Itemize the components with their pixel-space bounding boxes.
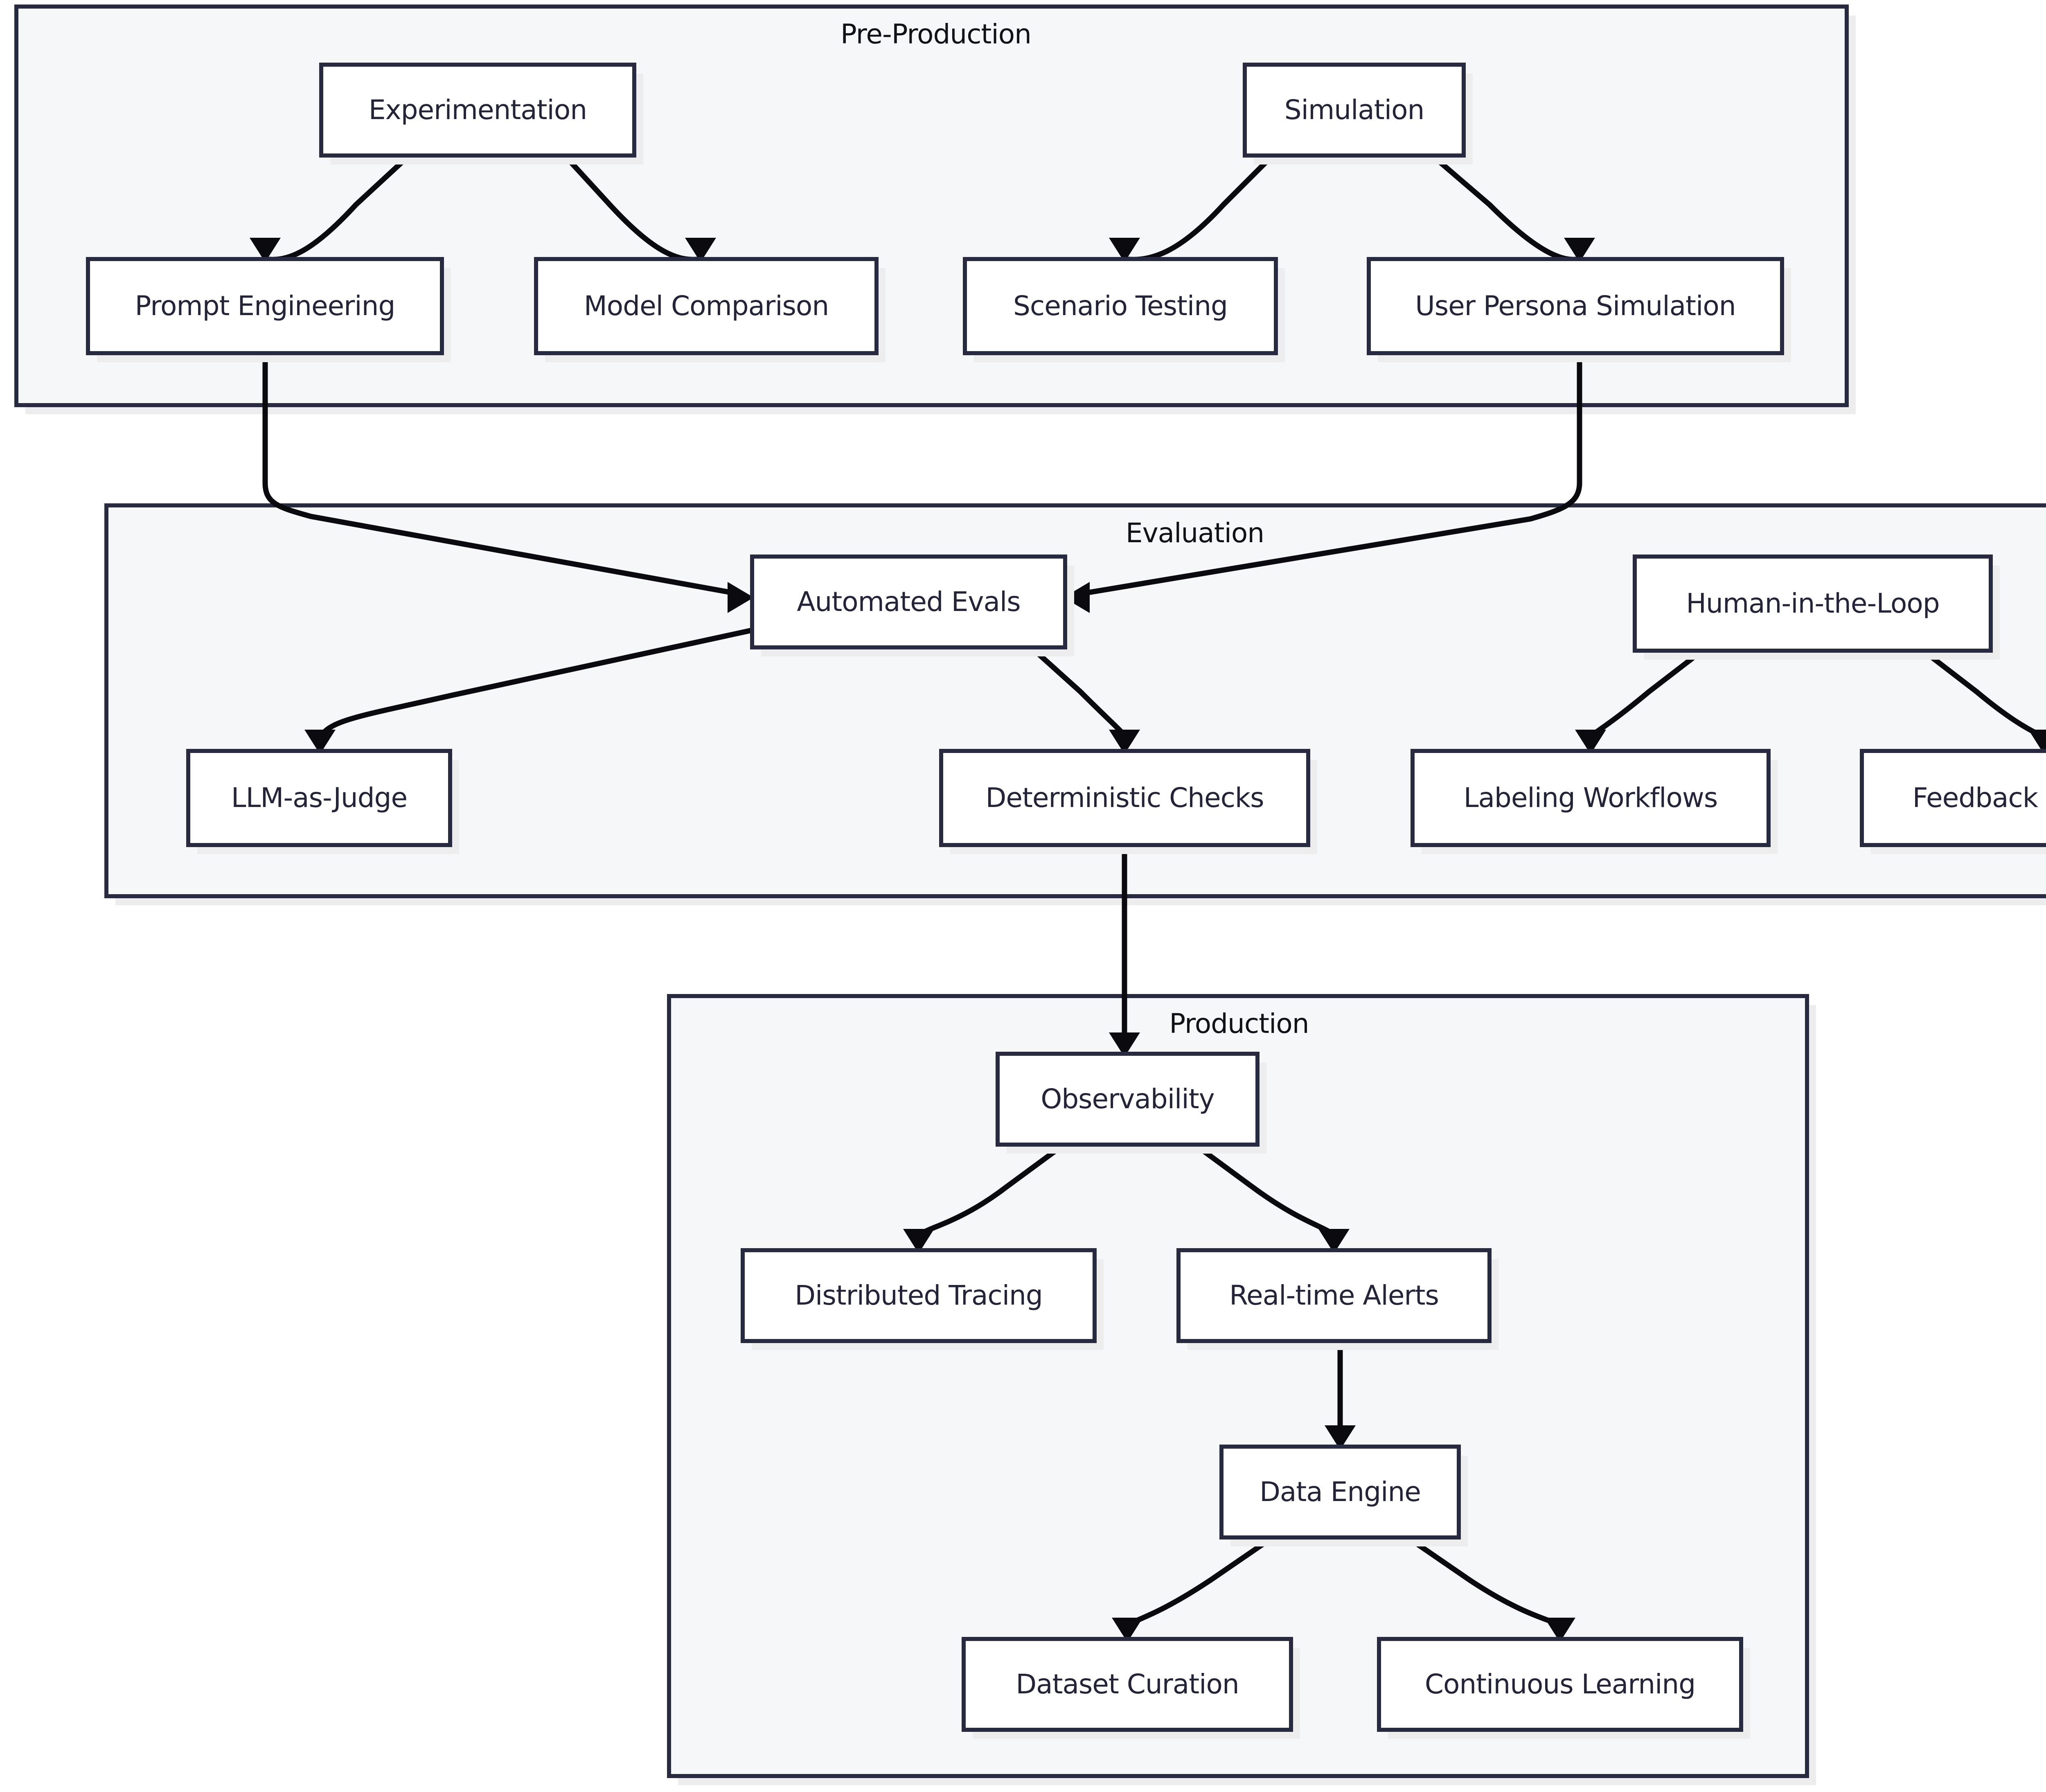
node-label: Continuous Learning [1425,1668,1695,1700]
cluster-label-production: Production [1169,1008,1309,1039]
cluster-label-evaluation: Evaluation [1126,517,1264,549]
node-box[interactable] [939,749,1310,847]
node-label: Human-in-the-Loop [1686,588,1939,619]
node-box[interactable] [963,257,1278,355]
arrowhead-ah-dataset_curation [1112,1618,1143,1642]
node-user_persona_simulation[interactable]: User Persona Simulation [1367,257,1791,362]
node-box[interactable] [186,749,452,847]
node-label: Feedback Collection [1913,782,2046,814]
node-box[interactable] [741,1248,1097,1343]
arrowhead-ah-data_engine [1325,1425,1356,1450]
node-box[interactable] [1243,63,1466,158]
node-label: Prompt Engineering [135,290,395,322]
arrowhead-ah-dist_tracing [903,1229,934,1253]
arrowhead-ah-auto-evals-left [728,582,754,613]
arrowhead-ah-prompt_engineering [250,238,281,262]
node-human_in_the_loop[interactable]: Human-in-the-Loop [1633,555,2000,660]
node-experimentation[interactable]: Experimentation [319,63,643,165]
node-label: Scenario Testing [1013,290,1228,322]
node-feedback_collection[interactable]: Feedback Collection [1860,749,2046,854]
arrowhead-ah-feedback [2028,730,2046,754]
node-box[interactable] [996,1052,1260,1147]
arrowhead-ah-llm_as_judge [304,730,336,754]
node-label: Distributed Tracing [795,1280,1043,1311]
node-box[interactable] [1367,257,1784,355]
node-box[interactable] [1633,555,1993,653]
node-box[interactable] [534,257,879,355]
node-box[interactable] [750,555,1067,649]
node-scenario_testing[interactable]: Scenario Testing [963,257,1285,362]
node-label: Experimentation [369,94,587,126]
node-observability[interactable]: Observability [996,1052,1266,1154]
node-deterministic_checks[interactable]: Deterministic Checks [939,749,1317,854]
node-continuous_learning[interactable]: Continuous Learning [1377,1637,1750,1739]
node-label: Observability [1041,1083,1214,1115]
node-box[interactable] [1176,1248,1492,1343]
node-dataset_curation[interactable]: Dataset Curation [962,1637,1300,1739]
node-label: Data Engine [1260,1476,1421,1508]
node-label: Deterministic Checks [986,782,1264,814]
node-box[interactable] [1219,1445,1461,1540]
node-llm_as_judge[interactable]: LLM-as-Judge [186,749,459,854]
arrowhead-ah-model_comparison [685,238,716,262]
node-label: LLM-as-Judge [231,782,407,814]
node-data_engine[interactable]: Data Engine [1219,1445,1468,1546]
arrowhead-ah-scenario_testing [1109,238,1140,262]
node-box[interactable] [319,63,636,158]
edge-prompt_engineering-automated_evals [262,353,741,597]
arrowhead-ah-cont_learning [1544,1618,1575,1642]
arrowhead-ah-user_persona [1564,238,1595,262]
cluster-label-pre_production: Pre-Production [840,18,1031,50]
node-labeling_workflows[interactable]: Labeling Workflows [1411,749,1778,854]
node-label: User Persona Simulation [1415,290,1735,322]
node-box[interactable] [1860,749,2046,847]
node-real_time_alerts[interactable]: Real-time Alerts [1176,1248,1498,1350]
node-label: Labeling Workflows [1464,782,1718,814]
node-box[interactable] [86,257,444,355]
node-prompt_engineering[interactable]: Prompt Engineering [86,257,451,362]
node-distributed_tracing[interactable]: Distributed Tracing [741,1248,1104,1350]
edge-user_persona_simulation-automated_evals [1077,353,1582,597]
node-label: Simulation [1284,94,1424,126]
node-simulation[interactable]: Simulation [1243,63,1473,165]
node-box[interactable] [962,1637,1293,1732]
node-box[interactable] [1377,1637,1743,1732]
arrowhead-ah-rt_alerts [1318,1229,1350,1253]
node-label: Dataset Curation [1016,1668,1239,1700]
node-label: Model Comparison [584,290,829,322]
arrowhead-ah-det_checks [1109,730,1140,754]
arrowhead-ah-auto-evals-right [1064,582,1090,613]
node-label: Real-time Alerts [1229,1280,1439,1311]
node-box[interactable] [1411,749,1771,847]
node-label: Automated Evals [797,586,1020,618]
node-model_comparison[interactable]: Model Comparison [534,257,886,362]
node-automated_evals[interactable]: Automated Evals [750,555,1074,656]
arrowhead-ah-labeling [1575,730,1606,754]
arrowhead-ah-observability [1109,1032,1140,1057]
